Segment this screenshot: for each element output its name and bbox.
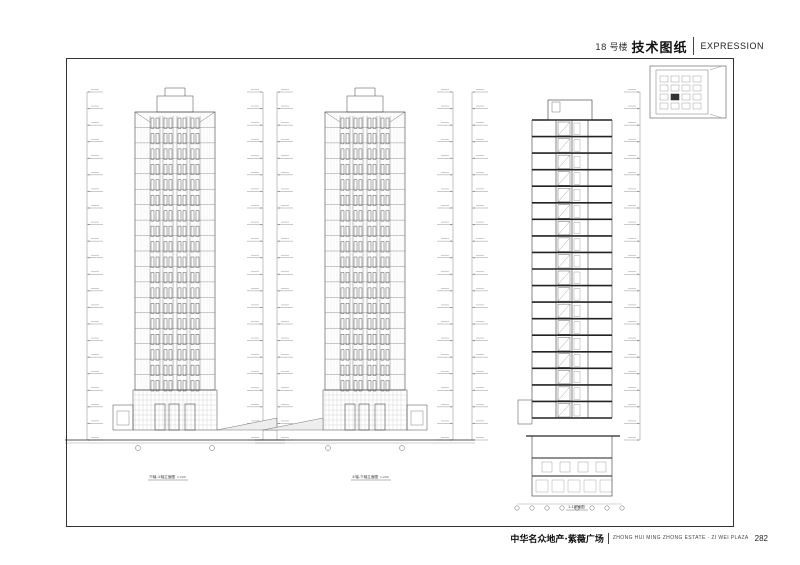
elevation-2-scale: 1:200 [380,475,389,479]
page-title: 技术图纸 [631,40,688,56]
footer-company-cn: 中华名众地产·紫薇广场 [510,534,604,545]
building-number: 18 号楼 [595,42,628,53]
elevation-2-label: ①轴-⑪轴立面图 [352,474,378,479]
elevation-1-scale: 1:200 [177,475,186,479]
elevation-drawing-1 [65,87,285,451]
elevation-drawing-2 [255,87,475,451]
drawing-frame [66,58,734,527]
page-header: 18 号楼 技术图纸 EXPRESSION [595,36,764,56]
footer-company-en: ZHONG HUI MING ZHONG ESTATE · ZI WEI PLA… [612,535,749,541]
elevation-1-label: ⑪轴-①轴立面图 [149,474,175,479]
key-plan [649,65,727,119]
section-label: 1-1剖面图 [568,504,585,509]
page-footer: 中华名众地产·紫薇广场 ZHONG HUI MING ZHONG ESTATE … [510,530,768,546]
page-number: 282 [754,533,768,543]
page-title-en: EXPRESSION [700,41,764,51]
header-divider [693,37,695,55]
footer-divider [607,532,609,544]
section-drawing [471,89,641,511]
